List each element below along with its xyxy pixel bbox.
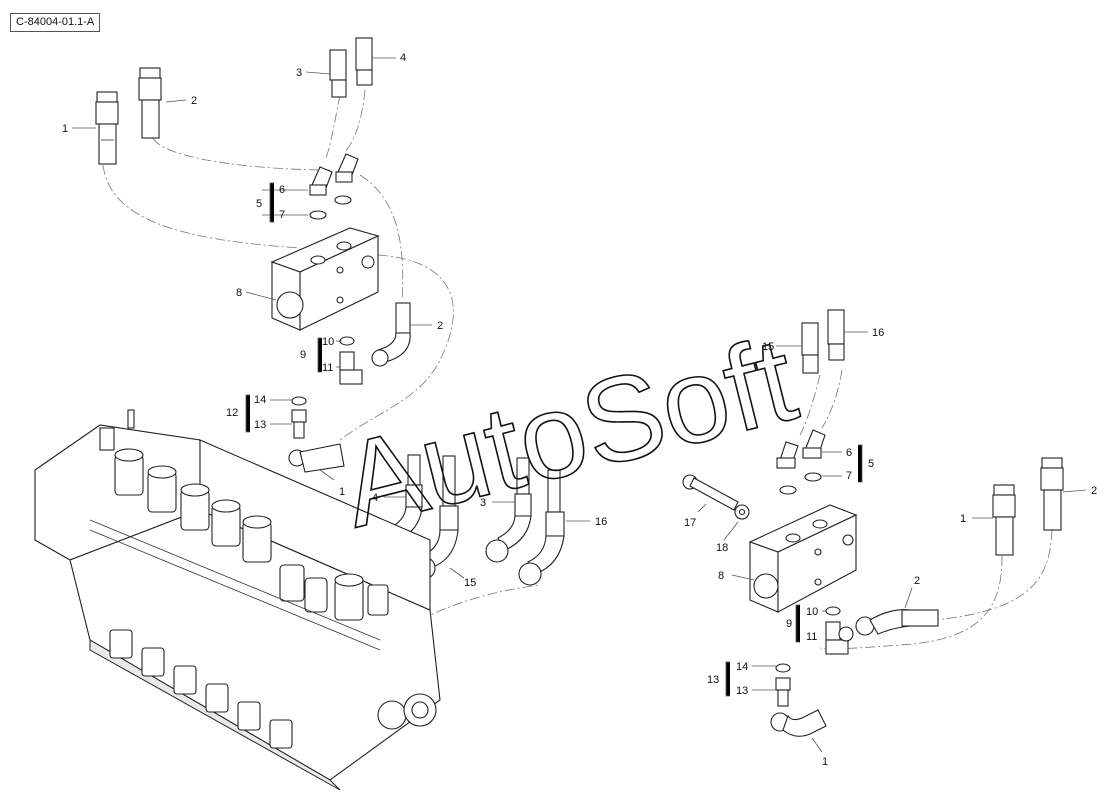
hose-elbow-1-right — [770, 709, 827, 737]
o-ring-7a — [309, 210, 327, 220]
elbow-fittings-6-right — [776, 429, 826, 469]
callout-18-right: 18 — [716, 542, 728, 554]
callout-7-right: 7 — [846, 470, 852, 482]
washer-18 — [734, 504, 750, 520]
callout-3-left-hose: 3 — [480, 497, 486, 509]
hose-elbow-2 — [371, 302, 411, 367]
bolt-17 — [682, 474, 739, 511]
elbow-adapter-11 — [339, 351, 363, 385]
hose-1-right — [992, 484, 1016, 556]
callout-12-left: 12 — [226, 407, 238, 419]
hose-elbow-1 — [288, 443, 345, 473]
fitting-15-right — [801, 322, 819, 374]
callout-4-left-fitting: 4 — [400, 52, 406, 64]
callout-5-right: 5 — [868, 458, 874, 470]
callout-6-left: 6 — [279, 184, 285, 196]
o-ring-7a-right — [779, 485, 797, 495]
callout-2-right-elbow: 2 — [914, 575, 920, 587]
fitting-16-right — [827, 309, 845, 361]
leader-lines-right — [697, 331, 1087, 753]
callout-11-left: 11 — [322, 362, 333, 374]
callout-16-left-hose: 16 — [595, 516, 607, 528]
hose-fitting-1 — [95, 91, 119, 165]
valve-block-right — [748, 504, 858, 613]
right-assembly — [682, 309, 1087, 753]
hose-fitting-2 — [138, 67, 162, 139]
callout-1-left-elbow: 1 — [339, 486, 345, 498]
callout-1-right-elbow: 1 — [822, 756, 828, 768]
fitting-3 — [329, 49, 347, 98]
callout-8-left: 8 — [236, 287, 242, 299]
callout-7-left: 7 — [279, 209, 285, 221]
callout-17-right: 17 — [684, 517, 696, 529]
callout-9-right: 9 — [786, 618, 792, 630]
hose-16 — [518, 469, 565, 586]
callout-6-right: 6 — [846, 447, 852, 459]
callouts-left: 1 2 3 4 5 6 7 8 2 10 9 11 14 12 13 1 4 3… — [62, 52, 607, 589]
callout-11-right: 11 — [806, 631, 817, 643]
leader-lines-left — [72, 57, 590, 579]
callout-13-right-bracket: 13 — [707, 674, 719, 686]
adapter-13 — [291, 409, 307, 439]
callout-15-right: 15 — [762, 341, 774, 353]
callout-10-left: 10 — [322, 336, 334, 348]
callout-3-left-fitting: 3 — [296, 67, 302, 79]
figure-reference-label: C-84004-01.1-A — [10, 13, 101, 32]
callout-8-right: 8 — [718, 570, 724, 582]
callout-14-right: 14 — [736, 661, 748, 673]
callout-16-right: 16 — [872, 327, 884, 339]
hose-3 — [485, 457, 532, 563]
elbow-adapter-11-right — [825, 621, 854, 655]
spool-sections — [114, 448, 389, 621]
callout-2-left-hose: 2 — [191, 95, 197, 107]
callout-1-right-hose: 1 — [960, 513, 966, 525]
elbow-fittings-6 — [309, 153, 359, 196]
callout-4-left-hose: 4 — [372, 492, 378, 504]
callout-2-right-hose: 2 — [1091, 485, 1097, 497]
callout-14-left: 14 — [254, 394, 266, 406]
o-ring-14-right — [775, 663, 791, 673]
hose-2-right — [1040, 457, 1064, 531]
o-ring-14 — [291, 396, 307, 406]
adapter-13-right — [775, 677, 791, 707]
callout-13-right: 13 — [736, 685, 748, 697]
callout-13-left: 13 — [254, 419, 266, 431]
o-ring-10-right — [825, 606, 841, 616]
main-control-valve — [34, 409, 441, 791]
callout-15-left-hose: 15 — [464, 577, 476, 589]
callout-10-right: 10 — [806, 606, 818, 618]
callout-1-left-hose: 1 — [62, 123, 68, 135]
callouts-right: 15 16 6 5 7 1 2 17 18 8 2 10 9 11 14 13 … — [684, 327, 1097, 768]
callout-9-left: 9 — [300, 349, 306, 361]
hose-elbow-2-right — [855, 609, 939, 636]
valve-block-left — [270, 227, 380, 331]
o-ring-7b — [334, 195, 352, 205]
o-ring-10 — [339, 336, 355, 346]
o-ring-7b-right — [804, 472, 822, 482]
callout-5-left: 5 — [256, 198, 262, 210]
fitting-4 — [355, 37, 373, 86]
callout-2-left-elbow: 2 — [437, 320, 443, 332]
hose-routing-lines — [102, 89, 1053, 650]
lower-actuators — [109, 629, 293, 749]
